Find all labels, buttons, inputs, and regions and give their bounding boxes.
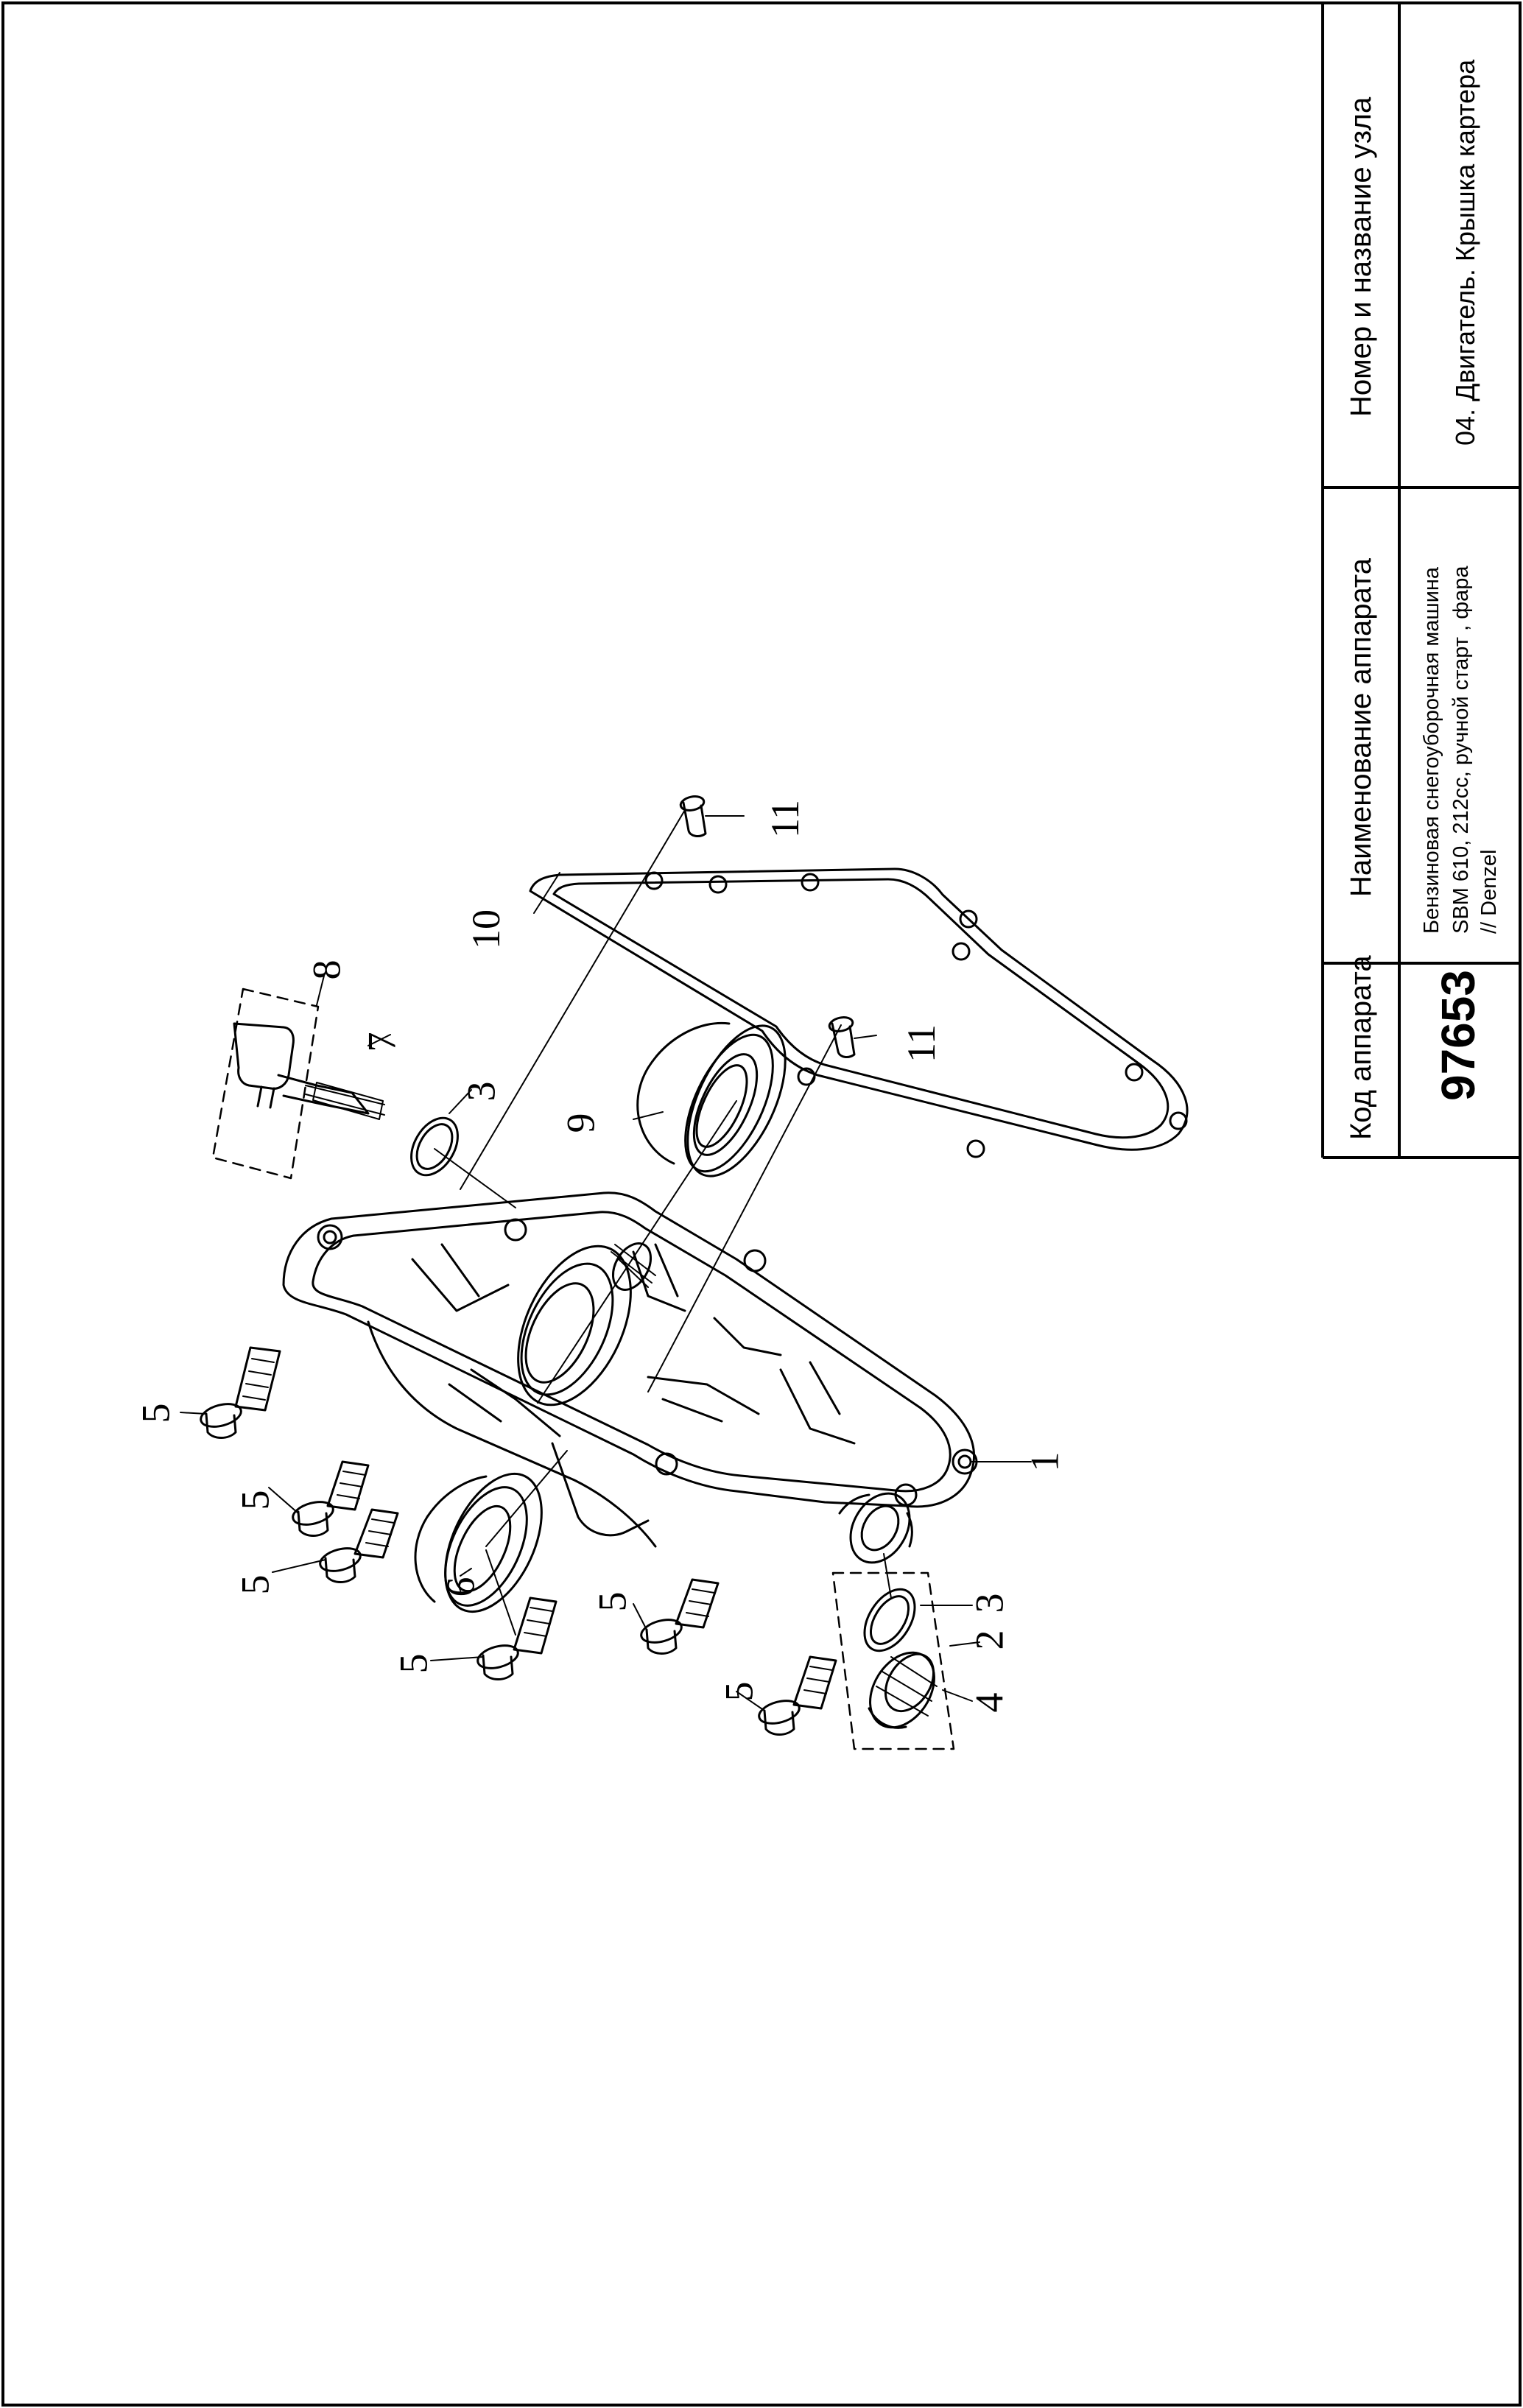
callout-part-9: 9 xyxy=(558,1113,603,1133)
callout-part-5b: 5 xyxy=(233,1490,278,1510)
callout-part-7: 7 xyxy=(359,1032,404,1052)
callout-part-2: 2 xyxy=(967,1630,1012,1650)
crankcase-gasket xyxy=(529,867,1189,1158)
crankcase-cover xyxy=(282,1191,978,1564)
bolt-6 xyxy=(758,1655,837,1736)
callout-part-5c: 5 xyxy=(233,1574,278,1595)
callout-part-5e: 5 xyxy=(590,1591,635,1612)
callout-part-11-upper: 11 xyxy=(763,800,807,838)
callout-part-10: 10 xyxy=(464,909,508,949)
device-header: Наименование аппарата xyxy=(1345,558,1377,897)
callout-part-11-lower: 11 xyxy=(899,1024,943,1063)
bolt-5 xyxy=(640,1578,720,1655)
code-value: 97653 xyxy=(1432,970,1485,1101)
dowel-pin-lower xyxy=(828,1016,856,1058)
unit-header: Номер и название узла xyxy=(1345,96,1377,417)
callout-part-5a: 5 xyxy=(133,1403,178,1423)
device-line-2: SBM 610, 212сс, ручной старт , фара xyxy=(1449,566,1473,934)
callout-part-8: 8 xyxy=(304,960,349,980)
dowel-pin-upper xyxy=(679,795,707,837)
bolt-2 xyxy=(292,1460,370,1537)
device-line-1: Бензиновая снегоуборочная машина xyxy=(1420,566,1443,934)
callout-part-1: 1 xyxy=(1022,1451,1067,1472)
device-line-3: // Denzel xyxy=(1477,849,1501,934)
callout-part-5f: 5 xyxy=(717,1681,762,1702)
callout-part-5d: 5 xyxy=(391,1653,436,1674)
bolt-4 xyxy=(476,1596,558,1680)
title-block-frame xyxy=(1321,3,1520,1159)
callout-part-4: 4 xyxy=(967,1692,1012,1713)
dipstick-assembly xyxy=(211,988,459,1180)
main-oil-seal xyxy=(636,1021,787,1177)
callout-part-6: 6 xyxy=(438,1577,483,1597)
callout-part-3-dipstick: 3 xyxy=(459,1081,504,1102)
pto-oil-seal xyxy=(414,1472,543,1613)
code-header: Код аппарата xyxy=(1345,955,1377,1140)
bolt-3 xyxy=(319,1508,399,1583)
bolt-1 xyxy=(200,1346,281,1439)
callout-part-3-drain: 3 xyxy=(967,1593,1012,1613)
leader-lines xyxy=(180,809,1032,1711)
drain-plug-assembly xyxy=(831,1571,955,1750)
unit-value: 04. Двигатель. Крышка картера xyxy=(1450,59,1480,446)
